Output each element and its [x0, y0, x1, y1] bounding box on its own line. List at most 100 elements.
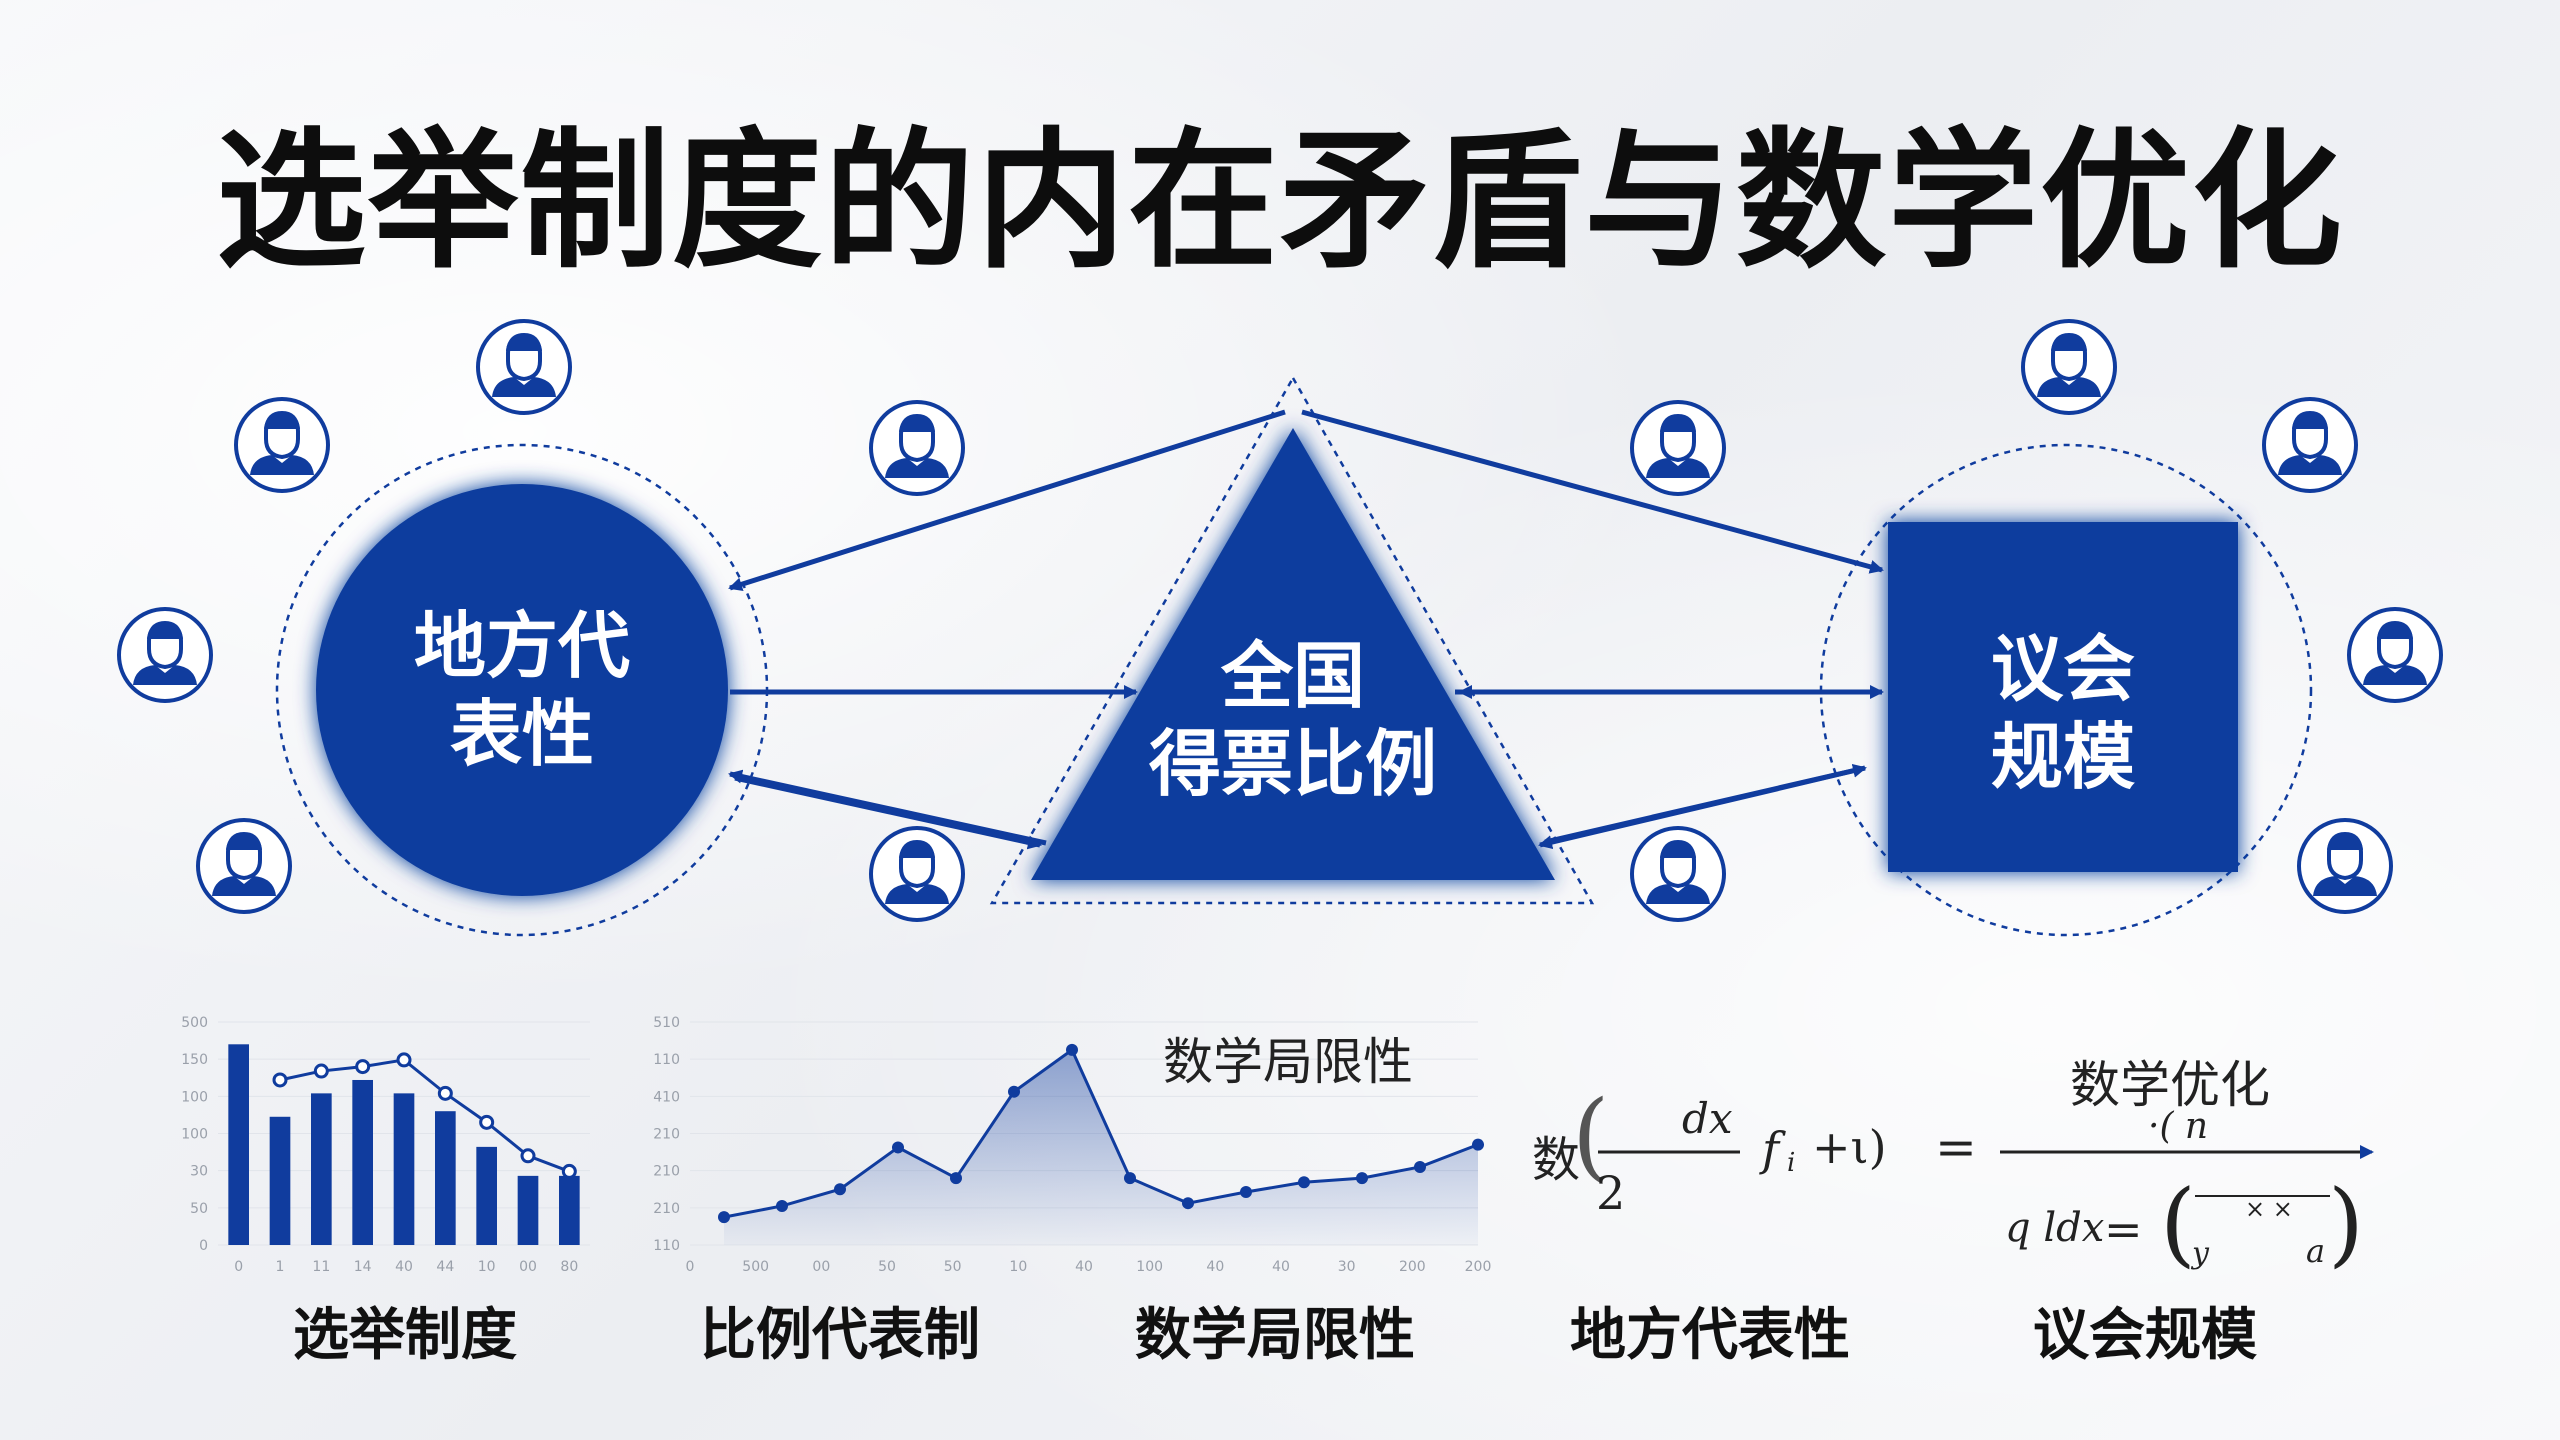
person-icon: [1630, 400, 1726, 496]
area-point: [950, 1172, 962, 1185]
person-icon: [2347, 607, 2443, 703]
formula-caption: 数学优化: [2070, 1056, 2270, 1114]
bar: [352, 1079, 373, 1245]
area-y-tick: 510: [653, 1015, 680, 1031]
bar-y-tick: 100: [181, 1089, 208, 1105]
bar-y-tick: 50: [190, 1201, 208, 1217]
person-icon: [234, 397, 330, 493]
formula-denominator: 2: [1596, 1166, 1626, 1220]
bar-overlay-point: [437, 1085, 453, 1101]
person-icon: [196, 818, 292, 914]
formula-left-char: 数: [1532, 1132, 1581, 1188]
area-x-tick: 200: [1465, 1259, 1492, 1275]
bar-x-tick: 1: [276, 1259, 285, 1275]
bottom-label-math-limits: 数学局限性: [1135, 1303, 1415, 1368]
local-node-line1: 地方代: [413, 604, 630, 688]
bar-x-tick: 44: [436, 1259, 454, 1275]
bottom-label-parliament: 议会规模: [2033, 1303, 2257, 1368]
formula-equals1: =: [1935, 1118, 1977, 1176]
parliament-node-label: 议会 规模: [1863, 625, 2263, 801]
area-point: [1472, 1138, 1484, 1151]
bar-overlay-point: [355, 1059, 371, 1075]
area-point: [1182, 1197, 1194, 1210]
bottom-label-local: 地方代表性: [1570, 1303, 1850, 1368]
parliament-node-line2: 规模: [1990, 715, 2135, 799]
bar-y-tick: 150: [181, 1052, 208, 1068]
area-point: [892, 1141, 904, 1154]
person-icon: [869, 400, 965, 496]
area-point: [1008, 1085, 1020, 1098]
bar-y-tick: 0: [199, 1238, 208, 1254]
formula-rhs-bottom-left: y: [2192, 1236, 2209, 1271]
bar-x-tick: 10: [478, 1259, 496, 1275]
formula-term: f: [1762, 1122, 1780, 1176]
national-node: [1031, 428, 1555, 880]
bar: [435, 1111, 456, 1245]
area-y-tick: 410: [653, 1089, 680, 1105]
formula-plus: +ι): [1812, 1120, 1887, 1174]
area-x-tick: 100: [1136, 1259, 1163, 1275]
bar-overlay-point: [479, 1114, 495, 1130]
person-icon: [2021, 319, 2117, 415]
bar-x-tick: 40: [395, 1259, 413, 1275]
bar-x-tick: 00: [519, 1259, 537, 1275]
bar-overlay-point: [272, 1072, 288, 1088]
person-icon: [2297, 818, 2393, 914]
area-y-tick: 110: [653, 1238, 680, 1254]
national-node-line2: 得票比例: [1148, 722, 1437, 806]
area-x-tick: 0: [686, 1259, 695, 1275]
person-icon: [1630, 826, 1726, 922]
page-title: 选举制度的内在矛盾与数学优化: [215, 115, 2344, 289]
formula-rhs-bottom-right: a: [2306, 1232, 2326, 1270]
arrow-local-to-national-lower: [734, 775, 1042, 850]
area-point: [1124, 1172, 1136, 1185]
bar-x-tick: 0: [234, 1259, 243, 1275]
bar: [476, 1146, 497, 1245]
bar-overlay-point: [396, 1052, 412, 1068]
bar: [228, 1044, 249, 1245]
area-x-tick: 40: [1272, 1259, 1290, 1275]
area-point: [1298, 1176, 1310, 1189]
area-x-tick: 40: [1075, 1259, 1093, 1275]
formula-open-paren-2: (: [2160, 1170, 2196, 1277]
bar-y-tick: 500: [181, 1015, 208, 1031]
bar-overlay-point: [520, 1148, 536, 1164]
bar: [311, 1093, 332, 1245]
bar-overlay-point: [561, 1163, 577, 1179]
bar-x-tick: 11: [312, 1259, 330, 1275]
line-chart-caption: 数学局限性: [1163, 1033, 1413, 1091]
area-point: [776, 1199, 788, 1212]
parliament-node-line1: 议会: [1990, 627, 2135, 711]
area-x-tick: 50: [944, 1259, 962, 1275]
formula-rhs-bottom-marks: × ×: [2245, 1195, 2293, 1223]
area-x-tick: 500: [742, 1259, 769, 1275]
formula-close-paren-2: ): [2328, 1170, 2364, 1277]
formula-sub: i: [1787, 1148, 1796, 1178]
arrow-apex-to-parliament: [1301, 409, 1884, 574]
arrow-apex-to-local: [728, 409, 1286, 592]
formula-rhs-top: ·( n: [2148, 1106, 2209, 1147]
area-x-tick: 00: [812, 1259, 830, 1275]
arrow-parliament-to-national-lower: [1538, 765, 1866, 850]
bar: [517, 1175, 539, 1245]
area-point: [1414, 1160, 1426, 1173]
person-icon: [869, 826, 965, 922]
area-line: [723, 1047, 1479, 1219]
bar: [559, 1175, 580, 1245]
bottom-label-proportional: 比例代表制: [700, 1303, 980, 1368]
bar-x-tick: 80: [560, 1259, 578, 1275]
area-x-tick: 10: [1009, 1259, 1027, 1275]
area-x-tick: 200: [1399, 1259, 1426, 1275]
bar-y-tick: 30: [190, 1164, 208, 1180]
area-x-tick: 50: [878, 1259, 896, 1275]
bottom-label-electoral-system: 选举制度: [293, 1303, 517, 1368]
bar-x-tick: 14: [354, 1259, 372, 1275]
parliament-node: [1888, 522, 2238, 872]
person-icon: [476, 319, 572, 415]
local-node-line2: 表性: [449, 692, 594, 776]
formula-lhs2: q ldx: [2005, 1205, 2105, 1251]
formula-open-paren: (: [1572, 1080, 1610, 1192]
area-point: [1240, 1186, 1252, 1199]
bar-y-tick: 100: [181, 1127, 208, 1143]
